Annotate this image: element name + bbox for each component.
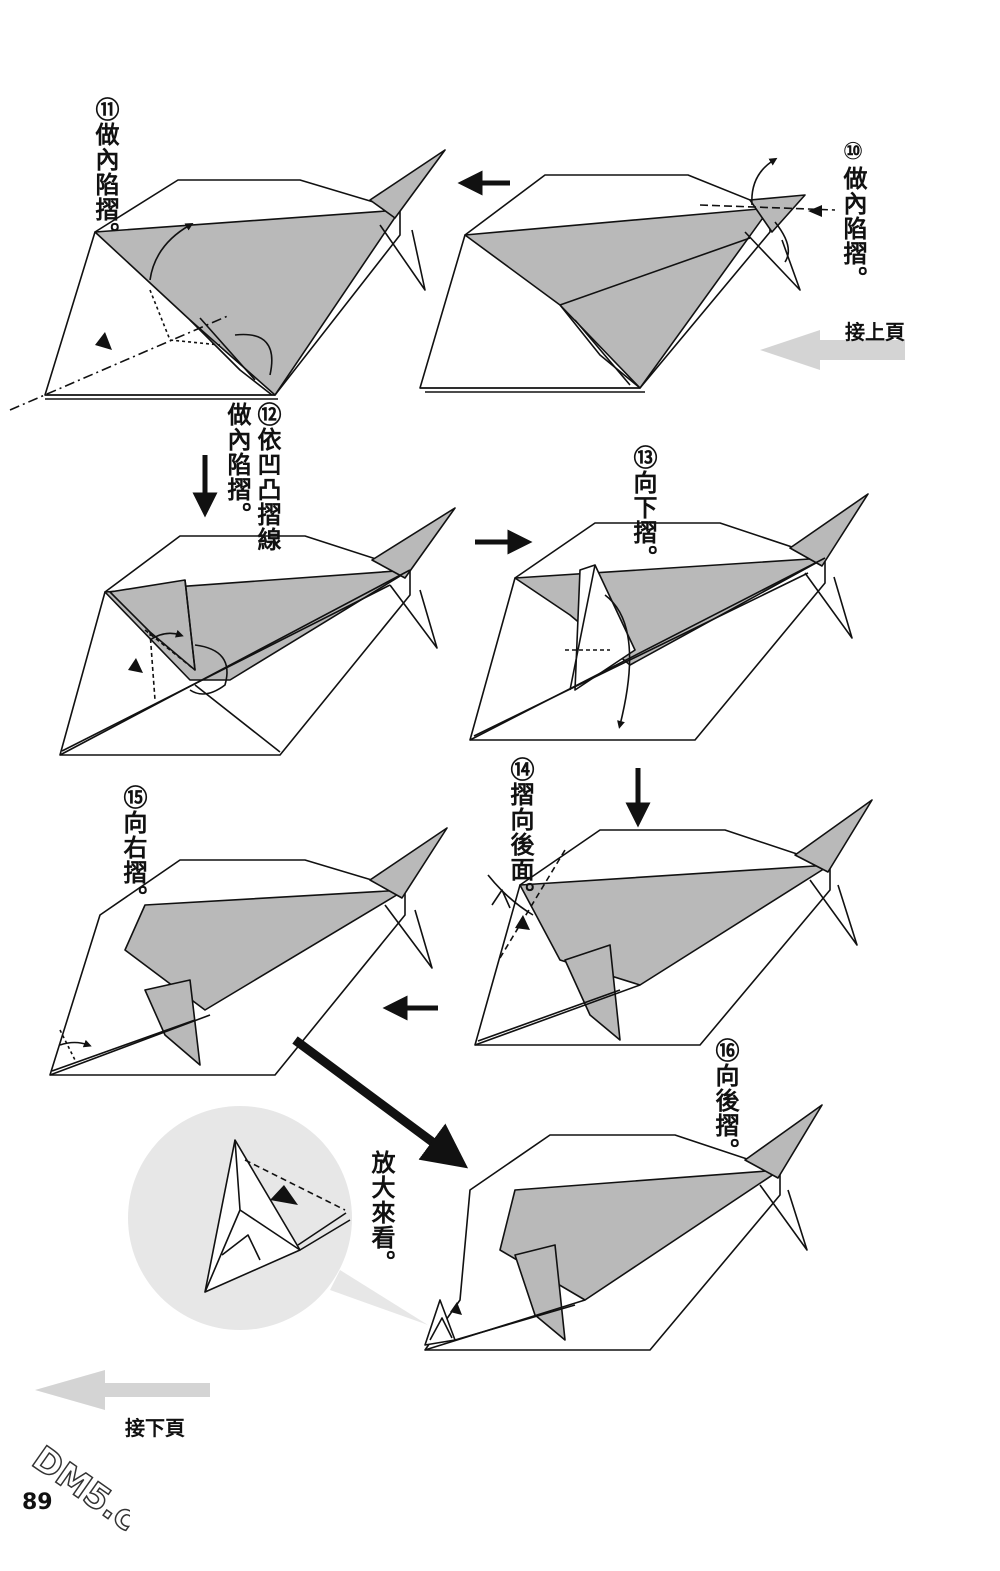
step-14-number: ⑭: [506, 757, 534, 782]
step-12-text: 依凹凸摺線做內陷摺。: [223, 402, 281, 552]
step-11-number: ⑪: [91, 97, 119, 122]
step-15-number: ⑮: [119, 785, 147, 810]
continue-from-prev-arrow: [760, 330, 905, 370]
fish-model-step-14: [474, 799, 873, 1046]
watermark-text: DM5.com: [25, 1439, 130, 1542]
step-11-label: ⑪做內陷摺。: [90, 97, 120, 247]
step-14-label: ⑭摺向後面。: [505, 757, 535, 907]
step-12-number: ⑫: [253, 402, 281, 427]
fish-model-step-15: [49, 827, 448, 1076]
detail-text: 放大來看。: [367, 1150, 395, 1275]
step-13-number: ⑬: [629, 445, 657, 470]
step-15-text: 向右摺。: [119, 810, 147, 910]
page-number: 89: [22, 1490, 53, 1515]
magnified-detail: [128, 1106, 428, 1330]
step-15-label: ⑮向右摺。: [118, 785, 148, 910]
step-13-label: ⑬向下摺。: [628, 445, 658, 570]
fish-model-step-11: [9, 149, 446, 411]
detail-label: 放大來看。: [366, 1150, 396, 1275]
fish-model-step-10: [419, 157, 836, 393]
fish-model-step-13: [469, 493, 869, 741]
continue-from-prev-label: 接上頁: [845, 320, 905, 344]
watermark-logo: DM5.com: [24, 1438, 130, 1542]
step-10-text: 做內陷摺。: [839, 166, 867, 291]
step15-to-step16-arrow: [292, 1036, 469, 1169]
step-16-number: ⑯: [711, 1038, 739, 1063]
continue-to-next-label: 接下頁: [125, 1416, 185, 1440]
fish-model-step-12: [59, 507, 456, 756]
fish-model-step-16: [424, 1104, 823, 1351]
step-10-number: ⑩: [839, 137, 867, 166]
step-16-label: ⑯向後摺。: [710, 1038, 740, 1163]
step-11-text: 做內陷摺。: [91, 122, 119, 247]
step-12-label: ⑫依凹凸摺線做內陷摺。: [222, 402, 282, 552]
step-16-text: 向後摺。: [711, 1063, 739, 1163]
step-10-label: ⑩做內陷摺。: [838, 137, 868, 291]
step-14-text: 摺向後面。: [506, 782, 534, 907]
continue-to-next-arrow: [35, 1370, 210, 1410]
step-13-text: 向下摺。: [629, 470, 657, 570]
